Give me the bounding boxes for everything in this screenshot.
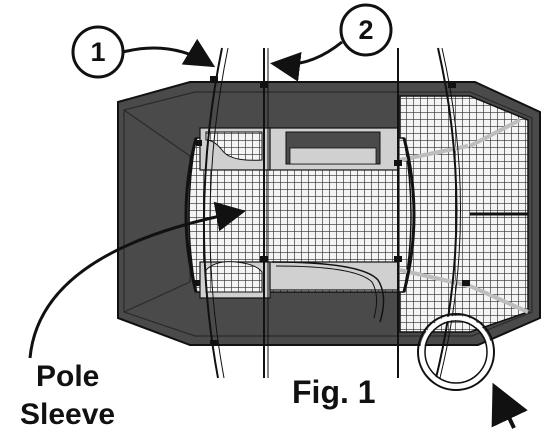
callout-1-number: 1 xyxy=(90,37,106,67)
sleeve-label: Sleeve xyxy=(20,398,116,431)
callout-1-arrow xyxy=(122,38,216,68)
pole-sleeves xyxy=(184,137,416,293)
callout-2-circle xyxy=(339,3,393,57)
detail-arrow xyxy=(491,382,528,429)
figure-label: Fig. 1 xyxy=(292,374,376,410)
callout-2-arrow xyxy=(270,40,343,82)
pole-label: Pole xyxy=(36,360,100,393)
detail-circle xyxy=(417,313,495,391)
tent-poles xyxy=(202,47,461,379)
callout-2-number: 2 xyxy=(358,15,374,45)
pole-sleeve-arrow xyxy=(28,201,246,359)
